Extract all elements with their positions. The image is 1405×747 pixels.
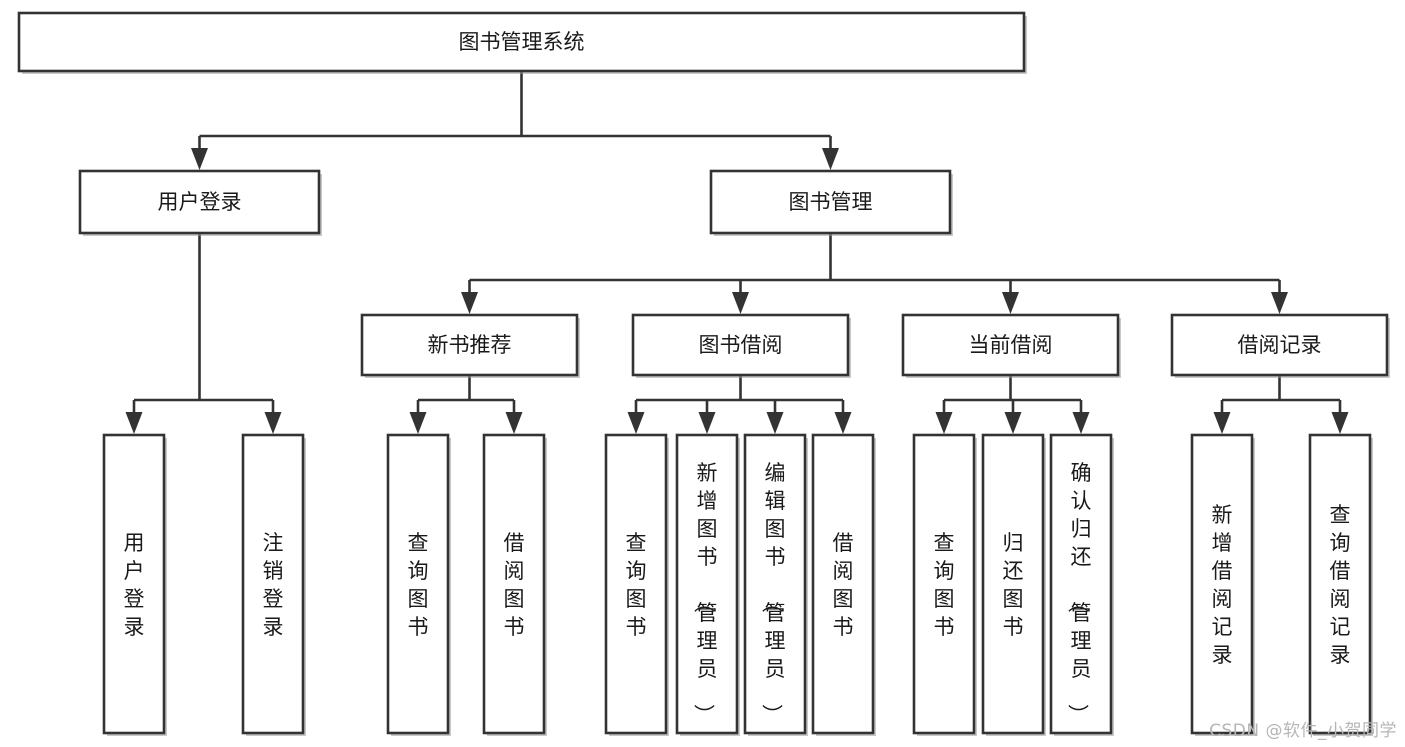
nodes-layer: 图书管理系统用户登录图书管理新书推荐图书借阅当前借阅借阅记录用户登录注销登录查询…: [17, 11, 1390, 736]
node-label: 图书管理: [789, 190, 873, 214]
node-leaf-query-book-3[interactable]: 查询图书: [912, 433, 977, 736]
node-label: 查询图书: [934, 531, 955, 639]
node-label: 新增借阅记录: [1212, 503, 1233, 667]
node-leaf-add-borrow-record[interactable]: 新增借阅记录: [1190, 433, 1255, 736]
edge-group: [409, 375, 523, 434]
node-label: 查询图书: [626, 531, 647, 639]
node-leaf-borrow-book-1[interactable]: 借阅图书: [482, 433, 547, 736]
node-label: 图书管理系统: [459, 30, 585, 54]
edges-layer: [125, 71, 1349, 434]
node-borrow-record[interactable]: 借阅记录: [1170, 313, 1390, 378]
edge-group: [461, 233, 1288, 314]
node-leaf-query-borrow-record[interactable]: 查询借阅记录: [1308, 433, 1373, 736]
node-label: 确认归还（管理员）: [1066, 461, 1092, 725]
node-label: 新增图书（管理员）: [692, 461, 718, 725]
node-leaf-user-login[interactable]: 用户登录: [102, 433, 167, 736]
edge-group: [1213, 375, 1349, 434]
node-leaf-confirm-return-admin[interactable]: 确认归还（管理员）: [1049, 433, 1114, 736]
edge-group: [125, 233, 282, 434]
edge-group: [935, 375, 1090, 434]
node-leaf-borrow-book-2[interactable]: 借阅图书: [811, 433, 876, 736]
node-label: 新书推荐: [428, 333, 512, 357]
node-current-borrow[interactable]: 当前借阅: [901, 313, 1121, 378]
watermark-text: CSDN @软件_小贺同学: [1209, 721, 1397, 741]
edge-group: [627, 375, 852, 434]
edge-group: [191, 71, 839, 170]
node-leaf-add-book-admin[interactable]: 新增图书（管理员）: [675, 433, 740, 736]
node-label: 查询图书: [408, 531, 429, 639]
node-label: 归还图书: [1003, 531, 1024, 639]
node-book-borrow[interactable]: 图书借阅: [631, 313, 851, 378]
node-leaf-query-book-1[interactable]: 查询图书: [386, 433, 451, 736]
node-label: 编辑图书（管理员）: [760, 461, 786, 725]
node-label: 当前借阅: [969, 333, 1053, 357]
node-leaf-logout-login[interactable]: 注销登录: [241, 433, 306, 736]
node-label: 用户登录: [124, 531, 145, 639]
node-leaf-query-book-2[interactable]: 查询图书: [604, 433, 669, 736]
node-label: 借阅图书: [504, 531, 525, 639]
node-label: 查询借阅记录: [1330, 503, 1351, 667]
node-new-book-recommend[interactable]: 新书推荐: [360, 313, 580, 378]
node-user-login[interactable]: 用户登录: [78, 169, 322, 236]
node-leaf-return-book[interactable]: 归还图书: [981, 433, 1046, 736]
node-label: 注销登录: [263, 531, 284, 639]
node-label: 用户登录: [158, 190, 242, 214]
node-label: 借阅图书: [833, 531, 854, 639]
node-label: 图书借阅: [699, 333, 783, 357]
node-leaf-edit-book-admin[interactable]: 编辑图书（管理员）: [743, 433, 808, 736]
node-book-manage[interactable]: 图书管理: [709, 169, 953, 236]
node-label: 借阅记录: [1238, 333, 1322, 357]
node-root[interactable]: 图书管理系统: [17, 11, 1027, 74]
